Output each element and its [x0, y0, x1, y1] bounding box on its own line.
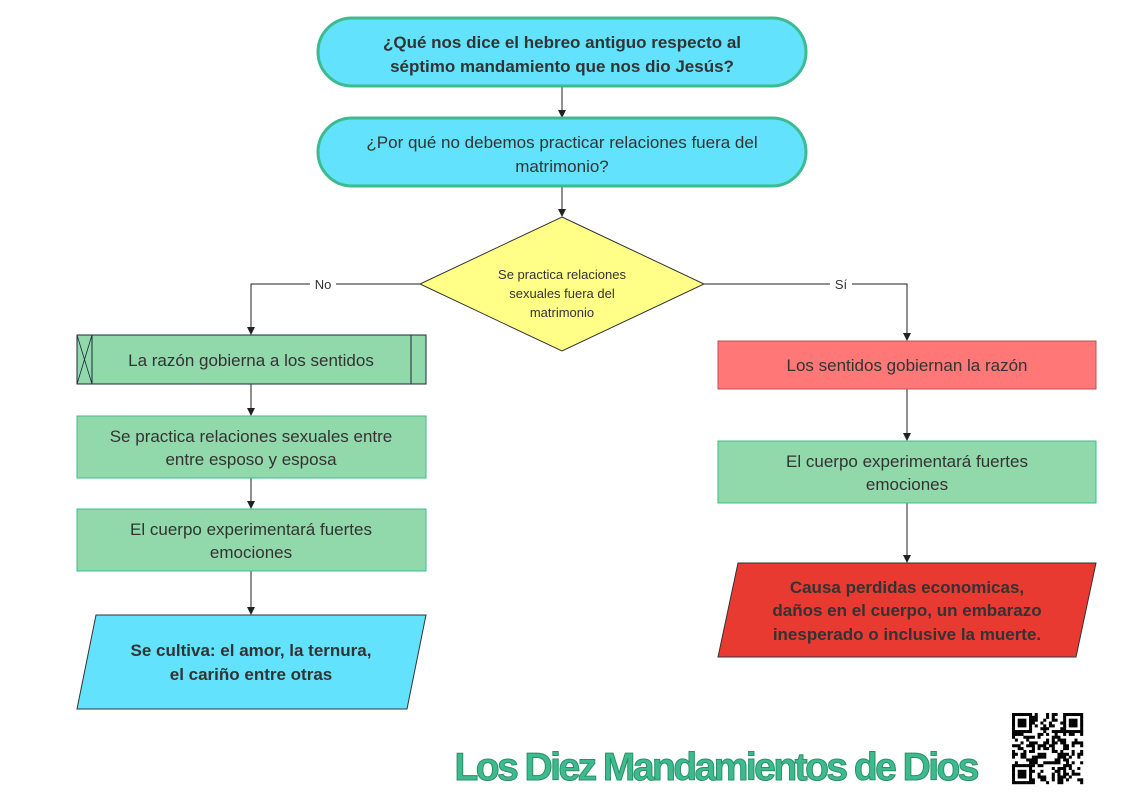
qr-code-icon [1012, 713, 1084, 785]
decision-text: Se practica relaciones [498, 267, 626, 282]
start-node [316, 16, 808, 88]
question-text: ¿Por qué no debemos practicar relaciones… [366, 133, 757, 152]
connectors [247, 86, 911, 615]
right-output-text: inesperado o inclusive la muerte. [773, 625, 1041, 644]
right1-text: Los sentidos gobiernan la razón [787, 356, 1028, 375]
question-node [316, 116, 808, 188]
left-output-text: el cariño entre otras [170, 665, 333, 684]
start-text: ¿Qué nos dice el hebreo antiguo respecto… [383, 33, 741, 52]
right1-node [717, 340, 1097, 390]
decision-text: matrimonio [530, 305, 594, 320]
left-process-node [76, 334, 427, 385]
edge-label-no: No [315, 277, 332, 292]
left3-text: El cuerpo experimentará fuertes [130, 520, 372, 539]
question-text: matrimonio? [515, 157, 609, 176]
right-output-node [717, 562, 1097, 658]
right2-node [717, 440, 1097, 504]
footer-title: Los Diez Mandamientos de Dios [455, 746, 980, 789]
decision-text: sexuales fuera del [509, 286, 615, 301]
left2-text: Se practica relaciones sexuales entre [110, 427, 393, 446]
edge-yes [704, 283, 911, 341]
right-output-text: Causa perdidas economicas, [790, 578, 1024, 597]
left-output-text: Se cultiva: el amor, la ternura, [131, 641, 372, 660]
right2-text: El cuerpo experimentará fuertes [786, 452, 1028, 471]
right2-text: emociones [866, 475, 948, 494]
left1-text: La razón gobierna a los sentidos [128, 351, 374, 370]
left3-node [76, 508, 427, 572]
left3-text: emociones [210, 543, 292, 562]
left-output-node [76, 614, 427, 710]
edge-no [247, 283, 420, 335]
left2-node [76, 415, 427, 479]
decision-node [418, 216, 706, 352]
right-output-text: daños en el cuerpo, un embarazo [772, 601, 1041, 620]
edge-label-yes: Sí [835, 277, 848, 292]
left2-text: entre esposo y esposa [165, 450, 337, 469]
start-text: séptimo mandamiento que nos dio Jesús? [390, 57, 734, 76]
